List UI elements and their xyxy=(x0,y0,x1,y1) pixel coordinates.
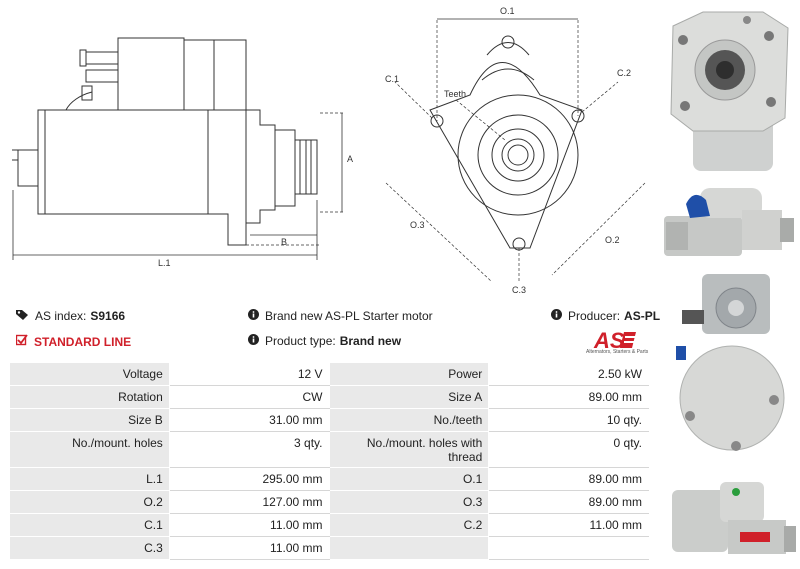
logo-text: AS xyxy=(593,328,625,353)
table-row: Rotation CW Size A 89.00 mm xyxy=(9,385,649,409)
spec-label: C.1 xyxy=(9,513,170,537)
dim-label-o3: O.3 xyxy=(410,220,425,230)
as-index-label: AS index: xyxy=(35,309,87,323)
spec-value: 295.00 mm xyxy=(168,467,330,491)
spec-value: 89.00 mm xyxy=(488,467,649,491)
photo-angled-view[interactable] xyxy=(666,470,798,562)
spec-value: 3 qty. xyxy=(168,431,330,468)
table-row: Size B 31.00 mm No./teeth 10 qty. xyxy=(9,408,649,432)
spec-value: 31.00 mm xyxy=(168,408,330,432)
as-pl-logo: AS xyxy=(593,328,636,353)
spec-label: No./mount. holes xyxy=(9,431,170,468)
spec-label: O.3 xyxy=(328,490,490,514)
checkbox-icon xyxy=(15,334,28,349)
producer-row: Producer: AS-PL xyxy=(551,309,660,323)
table-row: C.1 11.00 mm C.2 11.00 mm xyxy=(9,513,649,537)
standard-line-row: STANDARD LINE xyxy=(15,334,132,349)
dim-label-c2: C.2 xyxy=(617,68,631,78)
specifications-table: Voltage 12 V Power 2.50 kW Rotation CW S… xyxy=(9,362,649,560)
product-description: Brand new AS-PL Starter motor xyxy=(265,309,433,323)
technical-drawing: O.1 C.1 C.2 Teeth A B L.1 O.3 O.2 C.3 xyxy=(12,6,646,295)
product-type-value: Brand new xyxy=(339,334,402,348)
spec-label: Size A xyxy=(328,385,490,409)
dim-label-c1: C.1 xyxy=(385,74,399,84)
as-index-row: AS index: S9166 xyxy=(16,309,125,323)
spec-label: L.1 xyxy=(9,467,170,491)
product-type-label: Product type: xyxy=(265,334,336,348)
table-row: O.2 127.00 mm O.3 89.00 mm xyxy=(9,490,649,514)
product-type-row: Product type: Brand new xyxy=(248,334,401,348)
spec-label: Voltage xyxy=(9,362,170,386)
photo-front-flange[interactable] xyxy=(663,6,795,176)
dim-label-a: A xyxy=(347,154,353,164)
tag-icon xyxy=(16,309,29,323)
info-icon xyxy=(248,309,259,323)
spec-label xyxy=(328,536,490,560)
table-row: C.3 11.00 mm xyxy=(9,536,649,560)
standard-line-label: STANDARD LINE xyxy=(34,334,132,349)
spec-label: O.1 xyxy=(328,467,490,491)
spec-label: No./mount. holes with thread xyxy=(328,431,490,468)
spec-value: 12 V xyxy=(168,362,330,386)
spec-value: 11.00 mm xyxy=(168,536,330,560)
dim-label-o2: O.2 xyxy=(605,235,620,245)
description-row: Brand new AS-PL Starter motor xyxy=(248,309,433,323)
dim-label-teeth: Teeth xyxy=(444,89,466,99)
starter-side-view xyxy=(12,37,318,246)
dim-label-b: B xyxy=(281,237,287,247)
producer-value: AS-PL xyxy=(624,309,661,323)
photo-side-view[interactable] xyxy=(660,182,798,262)
spec-value: CW xyxy=(168,385,330,409)
spec-value xyxy=(488,536,649,560)
table-row: L.1 295.00 mm O.1 89.00 mm xyxy=(9,467,649,491)
spec-label: C.2 xyxy=(328,513,490,537)
dim-label-o1: O.1 xyxy=(500,6,515,16)
info-icon xyxy=(551,309,562,323)
spec-label: Size B xyxy=(9,408,170,432)
spec-value: 89.00 mm xyxy=(488,385,649,409)
spec-label: O.2 xyxy=(9,490,170,514)
spec-label: C.3 xyxy=(9,536,170,560)
spec-value: 10 qty. xyxy=(488,408,649,432)
logo-tagline: Alternators, Starters & Parts xyxy=(586,349,649,355)
spec-label: Rotation xyxy=(9,385,170,409)
spec-value: 2.50 kW xyxy=(488,362,649,386)
table-row: Voltage 12 V Power 2.50 kW xyxy=(9,362,649,386)
spec-value: 0 qty. xyxy=(488,431,649,468)
spec-label: No./teeth xyxy=(328,408,490,432)
starter-front-view xyxy=(429,35,585,251)
spec-value: 127.00 mm xyxy=(168,490,330,514)
as-index-value: S9166 xyxy=(90,309,126,323)
spec-value: 89.00 mm xyxy=(488,490,649,514)
spec-value: 11.00 mm xyxy=(488,513,649,537)
table-row: No./mount. holes 3 qty. No./mount. holes… xyxy=(9,431,649,468)
spec-label: Power xyxy=(328,362,490,386)
dim-label-c3: C.3 xyxy=(512,285,526,295)
dim-label-l1: L.1 xyxy=(158,258,171,268)
spec-value: 11.00 mm xyxy=(168,513,330,537)
info-icon xyxy=(248,334,259,348)
producer-label: Producer: xyxy=(568,309,621,323)
photo-rear-view[interactable] xyxy=(676,268,792,466)
